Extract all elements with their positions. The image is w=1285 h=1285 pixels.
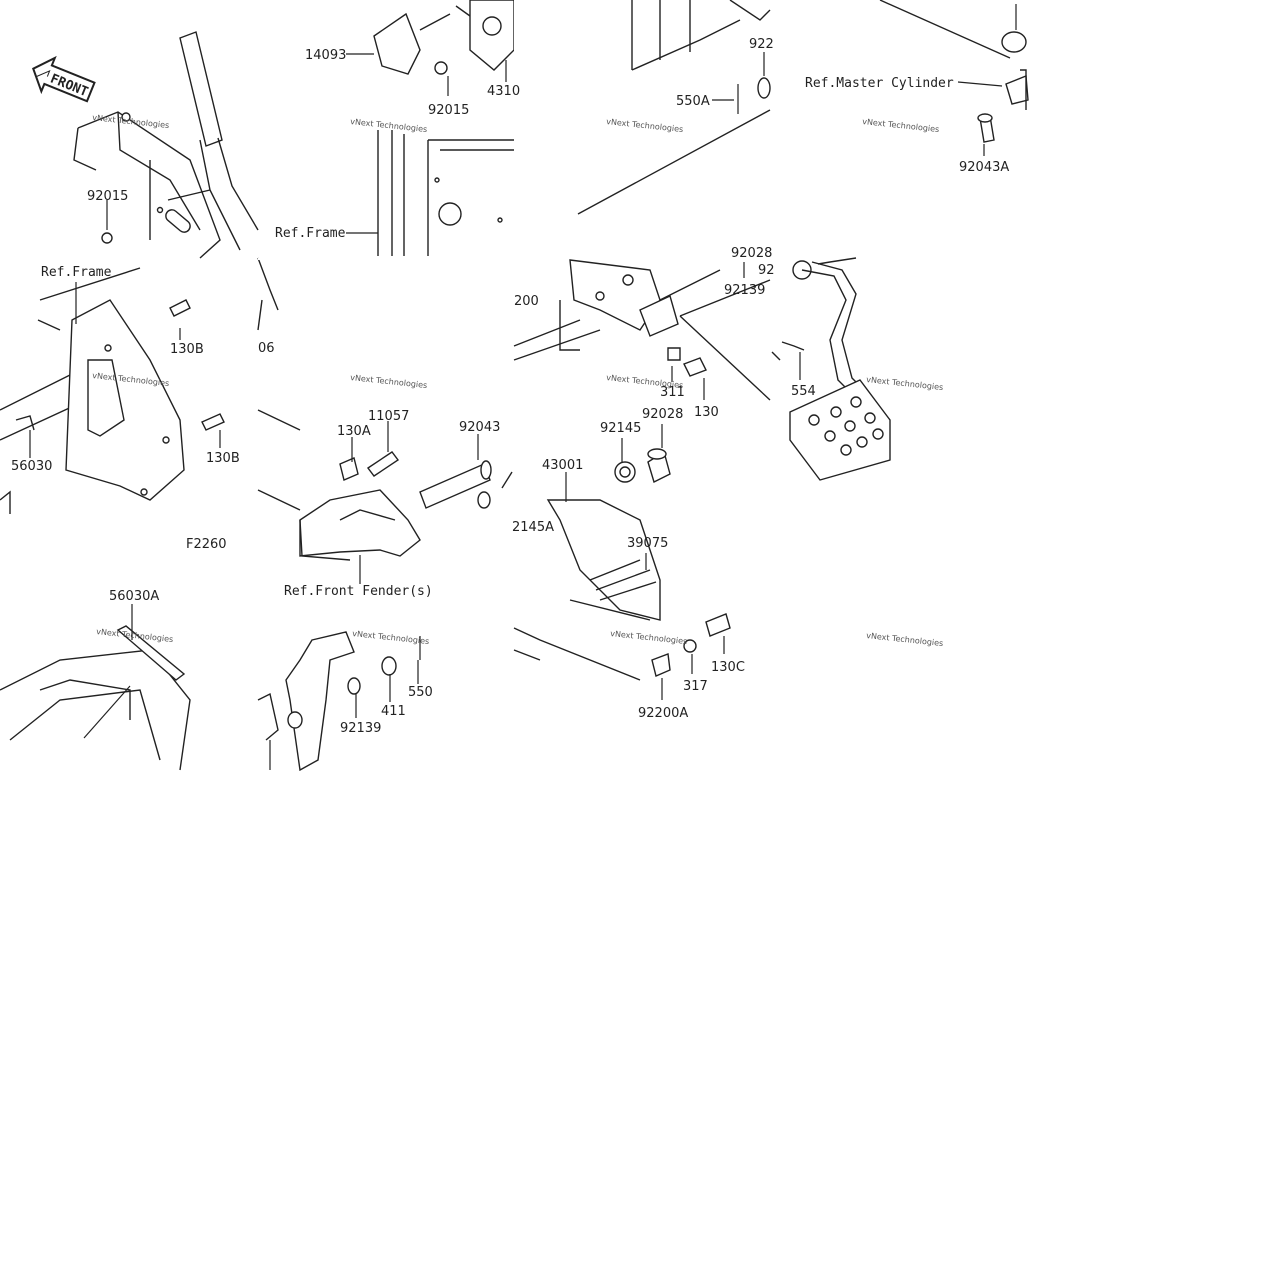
ref-front-fenders-label: Ref.Front Fender(s) [284,584,433,599]
part-number-label: 43001 [542,458,583,473]
ref-master-cylinder-label: Ref.Master Cylinder [805,76,954,91]
part-number-label: 39075 [627,536,668,551]
panel-center-art [513,259,771,700]
line-art [0,0,1029,772]
panel-top-middle-art [346,0,515,256]
part-number-label: 92015 [87,189,128,204]
watermark: vNext Technologies [866,631,944,648]
part-number-label: 130B [170,342,204,357]
part-number-label: 922 [749,37,774,52]
watermark: vNext Technologies [350,117,428,134]
part-number-label: 92043A [959,160,1009,175]
panel-middle-left-art [0,267,225,514]
part-number-label: 56030 [11,459,52,474]
panel-middle-center-art [257,257,513,584]
blank-area-right [1030,0,1285,258]
part-number-label: 411 [381,704,406,719]
part-number-label: 130 [694,405,719,420]
part-number-label: 06 [258,341,275,356]
part-number-label: 92200A [638,706,688,721]
part-number-label: 92 [758,263,775,278]
watermark: vNext Technologies [866,375,944,392]
part-number-label: 311 [660,385,685,400]
part-number-label: 92139 [340,721,381,736]
ref-frame-label: Ref.Frame [41,265,112,280]
part-number-labels: 14093 92015 4310 92015 922 550A 92043A 1… [11,37,1009,736]
panel-top-right-middle-art [577,0,771,215]
part-number-label: 92043 [459,420,500,435]
watermark: vNext Technologies [92,113,170,130]
part-number-label: 317 [683,679,708,694]
ref-frame-label: Ref.Frame [275,226,346,241]
part-number-label: 4310 [487,84,520,99]
panel-bottom-center-art [257,631,421,772]
part-number-label: 200 [514,294,539,309]
figure-code: F2260 [186,537,227,552]
reference-labels: Ref.Frame Ref.Frame Ref.Master Cylinder … [41,76,954,599]
panel-top-left-art [73,31,259,259]
watermark: vNext Technologies [350,373,428,390]
blank-area-bottom [0,771,1285,1285]
part-number-label: 56030A [109,589,159,604]
panel-bottom-left-art [0,604,191,771]
front-direction-badge: FRONT [32,55,96,103]
part-number-label: 130A [337,424,371,439]
part-number-label: 92145 [600,421,641,436]
part-number-label: 550A [676,94,710,109]
watermarks: vNext Technologies vNext Technologies vN… [92,113,944,648]
part-number-label: 11057 [368,409,409,424]
panel-middle-right-art [771,257,891,481]
part-number-label: 92139 [724,283,765,298]
part-number-label: 130B [206,451,240,466]
watermark: vNext Technologies [610,629,688,646]
part-number-label: 554 [791,384,816,399]
part-number-label: 14093 [305,48,346,63]
watermark: vNext Technologies [862,117,940,134]
panel-dividers [258,0,516,260]
part-number-label: 550 [408,685,433,700]
panel-top-right-art [879,0,1029,156]
part-number-label: 92028 [642,407,683,422]
part-number-label: 92028 [731,246,772,261]
watermark: vNext Technologies [606,117,684,134]
part-number-label: 92015 [428,103,469,118]
watermark: vNext Technologies [352,629,430,646]
part-number-label: 130C [711,660,745,675]
part-number-label: 2145A [512,520,554,535]
